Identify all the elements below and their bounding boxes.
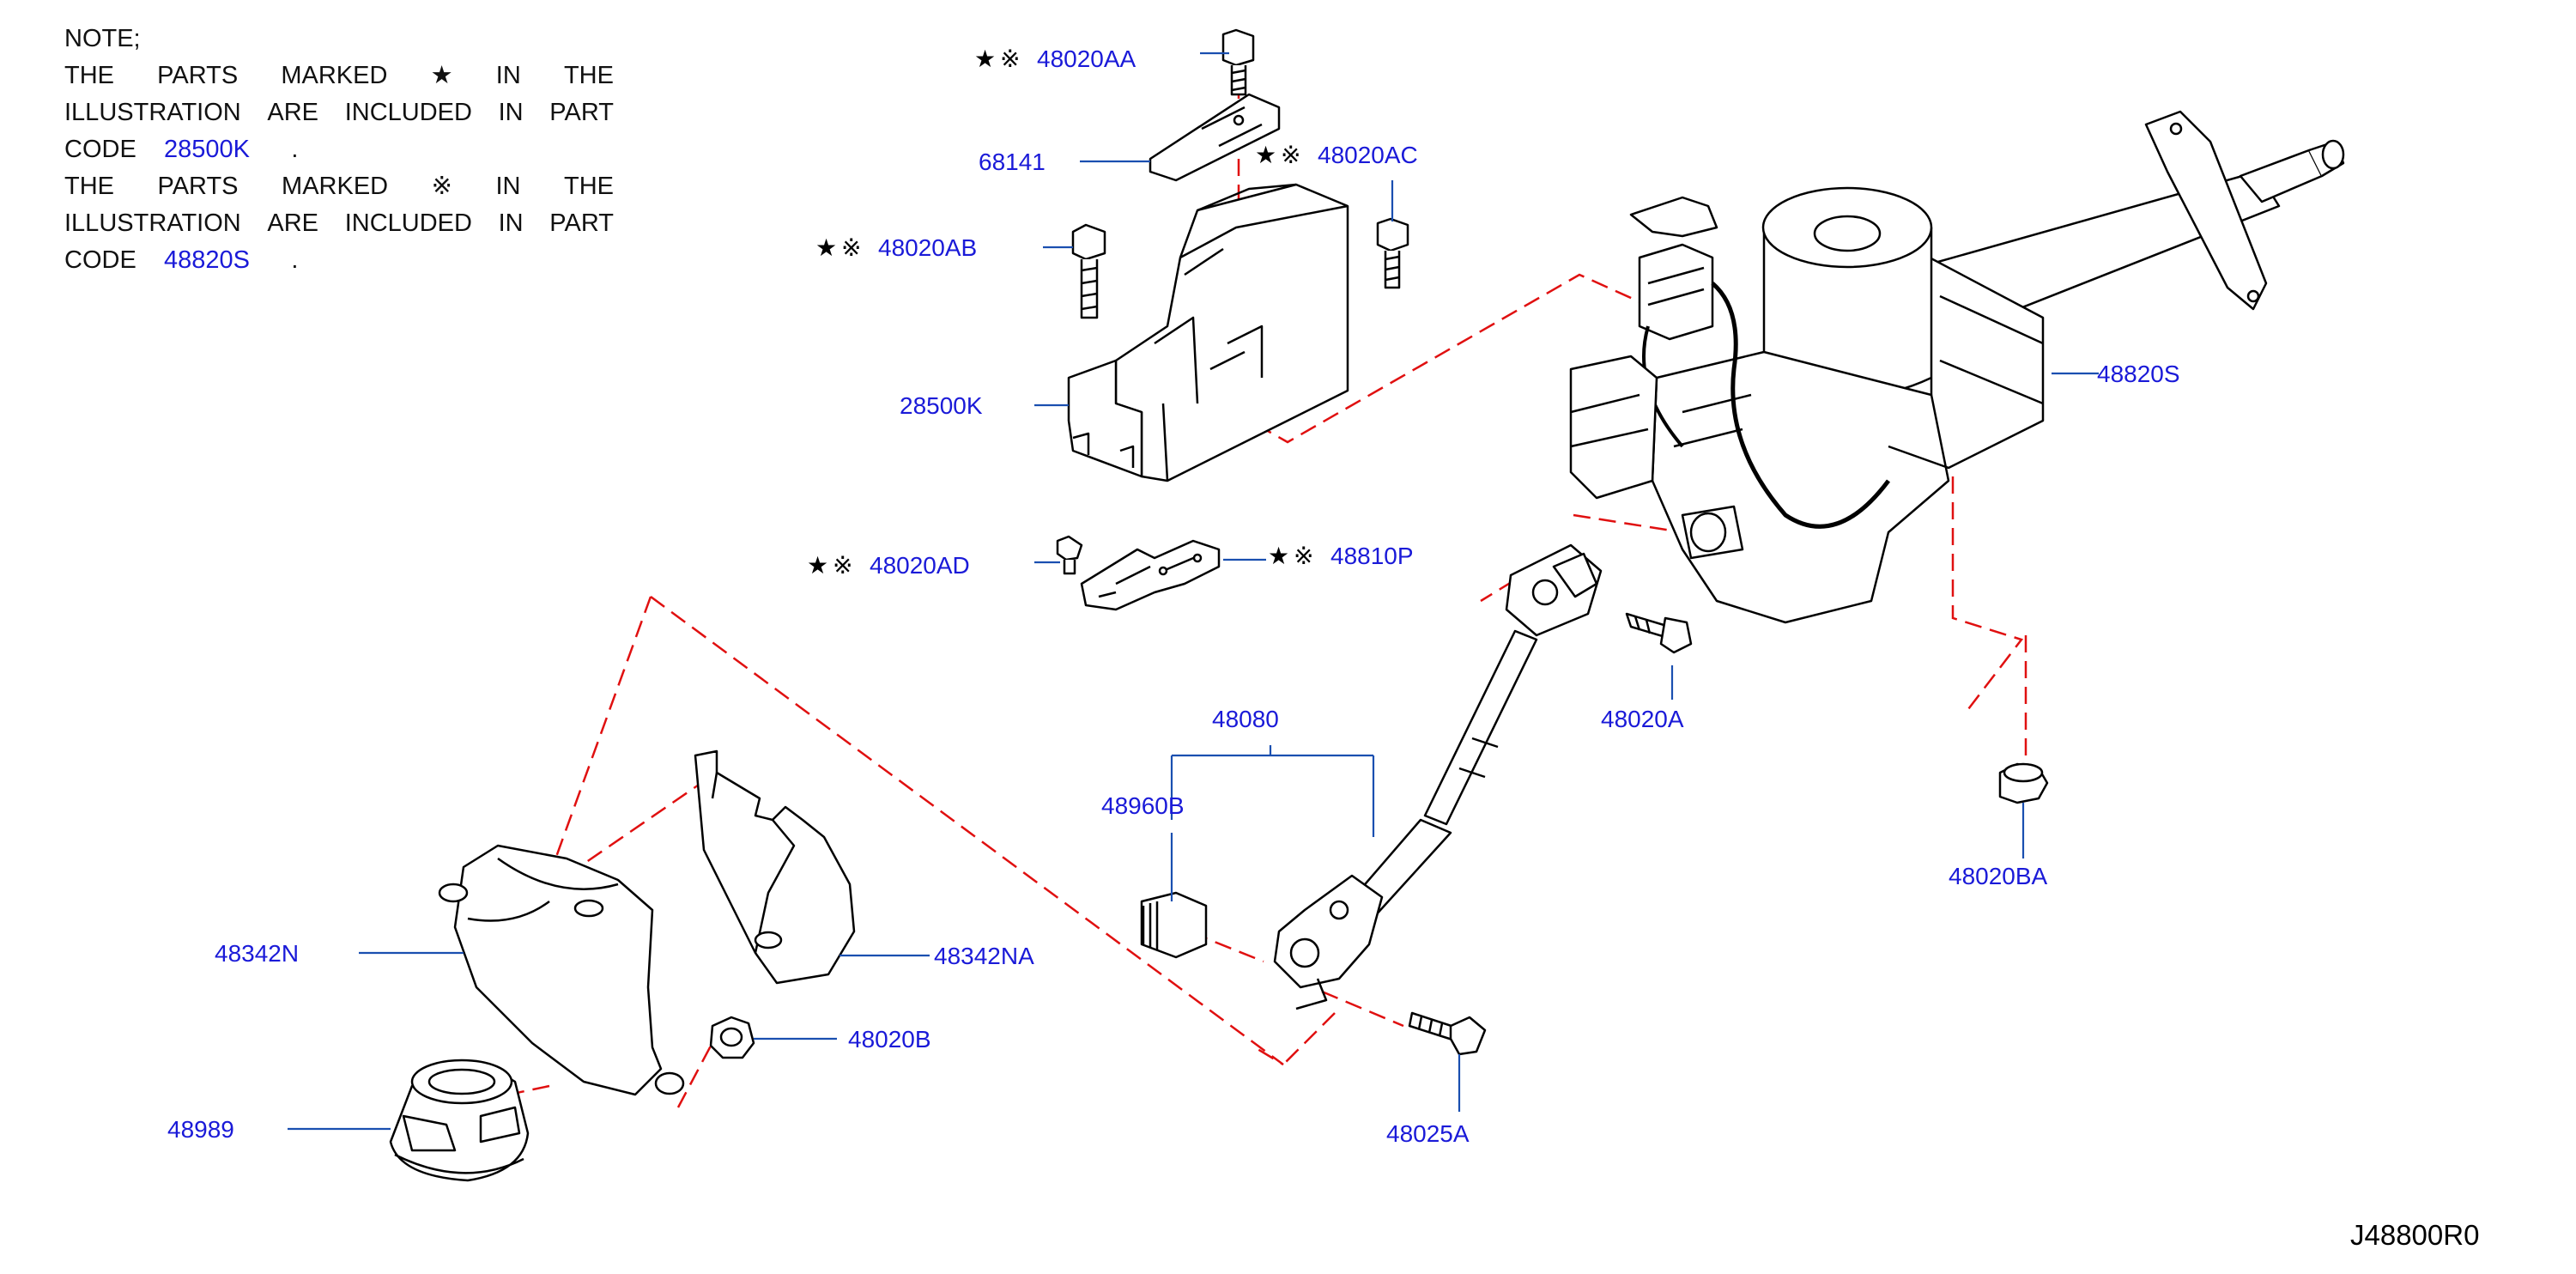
part-label-68141[interactable]: 68141 [979,149,1046,175]
note-word: PART [549,99,614,126]
star-icon: ★ [815,234,837,261]
note-title: NOTE; [64,25,141,52]
part-label-48020AA[interactable]: 48020AA [1037,46,1136,72]
note-word: THE [563,173,614,200]
note-line-5: ILLUSTRATION ARE INCLUDED IN PART [64,205,614,242]
note-line-4: THE PARTS MARKED ※ IN THE [64,168,614,205]
note-word: ILLUSTRATION [64,99,241,126]
kome-icon: ※ [1294,543,1313,569]
note-line-1: THE PARTS MARKED ★ IN THE [64,58,614,94]
boot-48989-drawing [389,1059,530,1182]
note-word: PARTS [157,62,239,89]
part-label-48020AD[interactable]: 48020AD [870,552,970,579]
bolt-48020AC-drawing [1376,217,1409,289]
note-word: THE [563,62,614,89]
note-word: IN [498,209,524,237]
nut-48020BA-drawing [1998,762,2049,804]
part-label-48342N[interactable]: 48342N [215,940,299,967]
kome-icon: ※ [431,173,452,200]
note-word: . [291,136,299,163]
bolt-48020AB-drawing [1071,223,1106,319]
star-icon: ★ [1255,142,1276,168]
steering-column-48820S-drawing [1569,110,2345,624]
note-line-6: CODE 48820S . [64,242,614,279]
note-word: MARKED [282,173,389,200]
note-line-2: ILLUSTRATION ARE INCLUDED IN PART [64,94,614,131]
note-word: ILLUSTRATION [64,209,241,237]
part-code-link[interactable]: 28500K [164,136,251,163]
note-word: CODE [64,136,136,163]
part-label-48020A[interactable]: 48020A [1601,706,1684,732]
kome-icon: ※ [1000,46,1020,72]
part-label-48020AC[interactable]: 48020AC [1318,142,1418,168]
star-icon: ★ [807,552,828,579]
note-block: NOTE; THE PARTS MARKED ★ IN THE ILLUSTRA… [64,21,614,279]
control-unit-28500K-drawing [1067,183,1349,482]
note-word: IN [495,62,521,89]
cover-48342NA-drawing [694,749,856,985]
part-label-48080[interactable]: 48080 [1212,706,1279,732]
note-word: THE [64,173,114,200]
note-word: THE [64,62,114,89]
note-word: IN [498,99,524,126]
note-word: PART [549,209,614,237]
note-word: MARKED [281,62,388,89]
part-label-28500K[interactable]: 28500K [900,392,983,419]
part-code-link[interactable]: 48820S [164,246,251,274]
note-word: . [291,246,299,274]
part-label-48989[interactable]: 48989 [167,1116,234,1143]
kome-icon: ※ [1281,142,1300,168]
cover-48342N-drawing [438,844,685,1096]
bracket-68141-drawing [1149,93,1281,182]
bolt-48020AA-drawing [1221,28,1255,96]
kome-icon: ※ [841,234,861,261]
part-label-48025A[interactable]: 48025A [1386,1120,1470,1147]
kome-icon: ※ [833,552,852,579]
note-word: ARE [267,209,319,237]
part-label-48020BA[interactable]: 48020BA [1949,863,2048,889]
star-icon: ★ [1268,543,1289,569]
leader-lines [288,52,2099,1131]
bracket-48810P-drawing [1080,539,1221,611]
clip-48020AD-drawing [1056,535,1083,575]
part-label-48020AB[interactable]: 48020AB [878,234,977,261]
part-label-48810P[interactable]: 48810P [1330,543,1414,569]
part-label-48342NA[interactable]: 48342NA [934,943,1034,969]
note-word: INCLUDED [344,209,472,237]
star-icon: ★ [974,46,996,72]
part-label-48820S[interactable]: 48820S [2097,361,2180,387]
note-word: ARE [267,99,319,126]
part-label-48960B[interactable]: 48960B [1101,792,1185,819]
note-word: IN [495,173,521,200]
nut-48020B-drawing [709,1016,755,1059]
note-word: CODE [64,246,136,274]
bolt-48020A-drawing [1625,612,1693,654]
seal-48960B-drawing [1140,891,1208,959]
diagram-id: J48800R0 [2350,1219,2479,1251]
star-icon: ★ [430,62,453,89]
part-label-48020B[interactable]: 48020B [848,1026,931,1053]
bolt-48025A-drawing [1408,1011,1487,1056]
note-line-3: CODE 28500K . [64,131,614,168]
note-word: INCLUDED [344,99,472,126]
note-word: PARTS [157,173,239,200]
intermediate-shaft-48080-drawing [1273,543,1603,1010]
